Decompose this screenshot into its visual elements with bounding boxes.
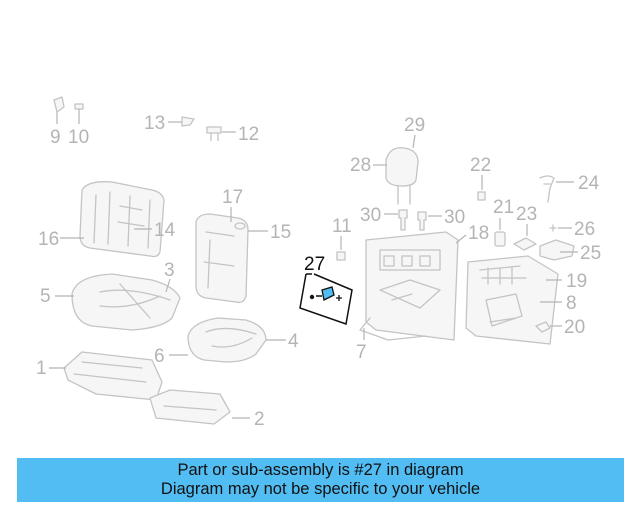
- label-20: 20: [564, 317, 585, 338]
- banner-line-1: Part or sub-assembly is #27 in diagram: [177, 461, 464, 479]
- label-17: 17: [222, 187, 243, 208]
- part-23-latch: [513, 237, 537, 251]
- label-27: 27: [304, 254, 325, 275]
- label-11: 11: [332, 216, 352, 237]
- part-8-seat-back: [465, 255, 559, 345]
- part-3-seat-cushion: [71, 273, 181, 331]
- part-11-bolt: [336, 251, 346, 261]
- label-2: 2: [254, 409, 265, 430]
- label-21: 21: [493, 197, 514, 218]
- label-8: 8: [566, 293, 577, 314]
- info-banner: Part or sub-assembly is #27 in diagram D…: [17, 458, 624, 502]
- label-28: 28: [350, 155, 371, 176]
- part-25-bezel: [539, 239, 575, 261]
- part-27-hardware-kit: 27: [299, 254, 353, 325]
- label-30-left: 30: [360, 205, 381, 226]
- part-2-seat-frame: [149, 389, 231, 425]
- label-5: 5: [40, 286, 51, 307]
- part-1-seat-frame: [63, 351, 163, 401]
- label-12: 12: [238, 124, 259, 145]
- label-30-right: 30: [444, 207, 465, 228]
- label-19: 19: [566, 271, 587, 292]
- part-30-guide-left: [398, 209, 408, 231]
- label-16: 16: [38, 229, 59, 250]
- part-14-seat-back: [79, 181, 165, 258]
- label-24: 24: [578, 173, 600, 194]
- label-7: 7: [356, 342, 367, 363]
- label-29: 29: [404, 115, 425, 136]
- label-13: 13: [144, 113, 165, 134]
- part-4-seat-cushion: [187, 317, 267, 363]
- part-15-seat-back: [195, 213, 249, 304]
- label-22: 22: [470, 155, 491, 176]
- label-1: 1: [36, 358, 47, 379]
- part-22-clip: [477, 191, 486, 201]
- part-9-clip: [53, 96, 65, 124]
- part-30-guide-right: [417, 211, 427, 231]
- label-3: 3: [164, 260, 175, 281]
- label-26: 26: [574, 219, 595, 240]
- banner-line-2: Diagram may not be specific to your vehi…: [160, 480, 481, 498]
- label-10: 10: [68, 127, 89, 148]
- part-24-cable: [539, 175, 555, 203]
- part-12-bracket: [206, 126, 222, 141]
- label-23: 23: [516, 204, 537, 225]
- part-20-bolt: [535, 321, 551, 333]
- label-14: 14: [154, 220, 176, 241]
- label-18: 18: [468, 223, 489, 244]
- label-9: 9: [50, 127, 61, 148]
- part-18-seat-back-frame: [359, 231, 459, 341]
- part-13-clip: [181, 116, 195, 127]
- part-29-headrest: [385, 147, 419, 205]
- label-25: 25: [580, 243, 601, 264]
- label-4: 4: [288, 331, 299, 352]
- label-15: 15: [270, 222, 291, 243]
- part-10-clip: [74, 103, 84, 124]
- part-26-screw: [549, 224, 557, 232]
- part-21-cover: [494, 231, 506, 247]
- label-6: 6: [154, 346, 165, 367]
